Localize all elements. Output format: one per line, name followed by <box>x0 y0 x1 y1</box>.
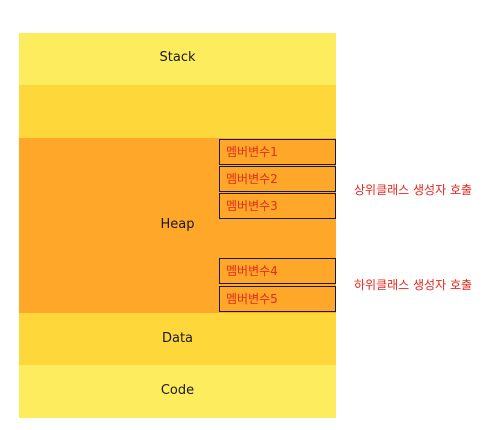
heap-label: Heap <box>160 217 195 232</box>
data-label: Data <box>161 331 194 346</box>
stack-segment: Stack <box>19 33 336 85</box>
member-variable-2: 멤버변수2 <box>219 166 336 192</box>
free-space-segment <box>19 85 336 138</box>
member-variable-1: 멤버변수1 <box>219 139 336 165</box>
member-variable-5: 멤버변수5 <box>219 286 336 312</box>
subclass-constructor-note: 하위클래스 생성자 호출 <box>354 278 473 292</box>
superclass-constructor-note: 상위클래스 생성자 호출 <box>354 183 473 197</box>
code-label: Code <box>160 383 195 398</box>
code-segment: Code <box>19 365 336 418</box>
member-variable-3: 멤버변수3 <box>219 193 336 219</box>
stack-label: Stack <box>159 50 196 65</box>
data-segment: Data <box>19 313 336 365</box>
member-variable-4: 멤버변수4 <box>219 258 336 284</box>
